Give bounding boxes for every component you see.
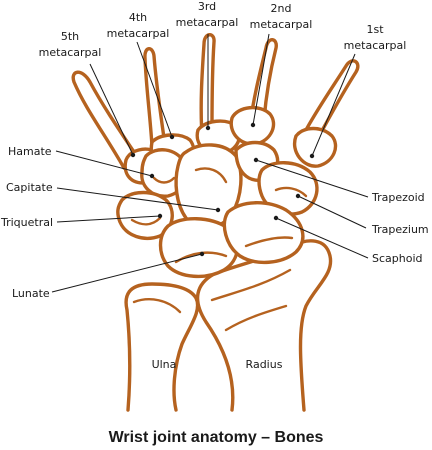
- label-radius: Radius: [246, 358, 283, 371]
- label-trapezoid: Trapezoid: [371, 191, 425, 204]
- label-hamate: Hamate: [8, 145, 52, 158]
- leader-hamate: [55, 150, 153, 177]
- leader-metacarpal-2: [252, 33, 270, 126]
- leader-dot-metacarpal-5: [130, 152, 136, 158]
- metacarpal-1-base: [292, 126, 338, 168]
- capitate-detail: [194, 167, 228, 184]
- trapezium-detail: [274, 186, 308, 198]
- leader-capitate: [56, 187, 219, 211]
- radius-ridge-detail: [224, 304, 288, 332]
- metacarpal-1-bone: [304, 59, 360, 140]
- leader-lunate: [51, 253, 203, 293]
- radius-articular-detail: [210, 268, 292, 302]
- label-scaphoid: Scaphoid: [372, 252, 423, 265]
- leader-triquetral: [56, 215, 161, 223]
- label-capitate: Capitate: [6, 181, 53, 194]
- label-triquetral: Triquetral: [0, 216, 53, 229]
- leader-metacarpal-1: [311, 53, 356, 157]
- leader-dot-metacarpal-2: [250, 122, 256, 128]
- leader-dot-metacarpal-1: [309, 153, 315, 159]
- leader-dot-triquetral: [157, 213, 163, 219]
- label-metacarpal-4-line1: 4th: [129, 11, 147, 24]
- label-metacarpal-2-line2: metacarpal: [250, 18, 313, 31]
- scaphoid-detail: [244, 236, 294, 248]
- hamate-hook-detail: [152, 176, 176, 184]
- labels: 5th metacarpal 4th metacarpal 3rd metaca…: [0, 0, 429, 371]
- label-ulna: Ulna: [152, 358, 177, 371]
- leader-dot-scaphoid: [273, 215, 279, 221]
- ulna-styloid-detail: [132, 298, 182, 314]
- label-metacarpal-2-line1: 2nd: [271, 2, 292, 15]
- leader-dot-metacarpal-3: [205, 125, 211, 131]
- metacarpal-5-bone: [71, 70, 140, 170]
- ulna-bone: [124, 282, 200, 412]
- diagram-title: Wrist joint anatomy – Bones: [109, 429, 324, 446]
- leader-lines: [51, 33, 369, 293]
- label-trapezium: Trapezium: [371, 223, 429, 236]
- leader-metacarpal-4: [136, 41, 173, 138]
- leader-dot-capitate: [215, 207, 221, 213]
- metacarpal-4-bone: [143, 47, 166, 148]
- lunate-bone: [158, 217, 239, 278]
- leader-trapezium: [297, 195, 367, 229]
- label-metacarpal-1-line2: metacarpal: [344, 39, 407, 52]
- label-metacarpal-3-line2: metacarpal: [176, 16, 239, 29]
- label-metacarpal-4-line2: metacarpal: [107, 27, 170, 40]
- leader-dot-metacarpal-4: [169, 134, 175, 140]
- bone-drawing: [71, 33, 360, 412]
- scaphoid-bone: [222, 201, 305, 264]
- label-lunate: Lunate: [12, 287, 50, 300]
- leader-dot-hamate: [149, 173, 155, 179]
- label-metacarpal-3-line1: 3rd: [198, 0, 216, 13]
- leader-dot-lunate: [199, 251, 205, 257]
- leader-trapezoid: [255, 159, 369, 198]
- label-metacarpal-5-line2: metacarpal: [39, 46, 102, 59]
- leader-scaphoid: [275, 217, 369, 259]
- triquetral-detail: [130, 216, 162, 226]
- leader-dot-trapezium: [295, 193, 301, 199]
- leader-dot-trapezoid: [253, 157, 259, 163]
- label-metacarpal-5-line1: 5th: [61, 30, 79, 43]
- leader-metacarpal-5: [89, 63, 134, 156]
- triquetral-bone: [116, 190, 174, 241]
- label-metacarpal-1-line1: 1st: [366, 23, 384, 36]
